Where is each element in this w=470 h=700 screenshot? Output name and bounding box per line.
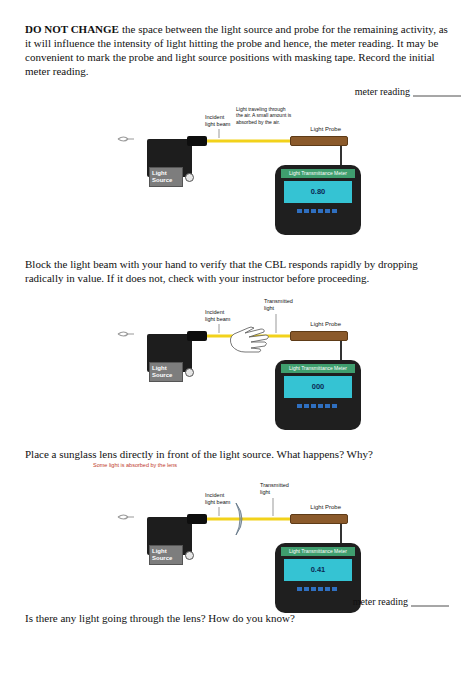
probe-cable bbox=[340, 341, 342, 360]
meter-dot bbox=[304, 404, 309, 408]
lamp-head bbox=[187, 136, 207, 146]
device-label: Light Source bbox=[152, 548, 174, 562]
meter-dot bbox=[311, 587, 316, 591]
meter-dot bbox=[297, 404, 302, 408]
meter-dot bbox=[304, 209, 309, 213]
text-line: meter reading bbox=[330, 596, 408, 609]
meter-name: Light Transmittance Meter bbox=[281, 547, 355, 556]
light-probe: Light Probe bbox=[290, 136, 348, 146]
leader-line bbox=[276, 314, 277, 333]
figure-label: Incident light beam bbox=[205, 114, 233, 128]
light-meter: Light Transmittance Meter 000 bbox=[275, 360, 361, 430]
meter-reading: 0.41 bbox=[284, 559, 352, 581]
light-meter: Light Transmittance Meter 0.41 bbox=[275, 543, 361, 613]
leader-line bbox=[219, 129, 220, 138]
lamp-head bbox=[187, 514, 207, 524]
meter-dot bbox=[318, 209, 323, 213]
meter-dot bbox=[325, 404, 330, 408]
device-label: Light Source bbox=[152, 170, 174, 184]
text-line: Is there any light going through the len… bbox=[25, 612, 453, 626]
meter-screen: 0.41 bbox=[284, 559, 352, 581]
text-line: meter reading bbox=[330, 86, 410, 99]
answer-line bbox=[413, 96, 461, 97]
figure-label: Light traveling through the air. A small… bbox=[236, 106, 292, 125]
text-line: Place a sunglass lens directly in front … bbox=[25, 448, 453, 462]
figure-label: Some light is absorbed by the lens bbox=[93, 462, 223, 469]
probe-cable bbox=[340, 524, 342, 543]
probe-cable bbox=[340, 146, 342, 165]
meter-dot bbox=[318, 404, 323, 408]
leader-line bbox=[219, 507, 220, 516]
bold-warning: DO NOT CHANGE bbox=[25, 23, 119, 35]
sunglass-lens bbox=[236, 503, 242, 535]
meter-dot bbox=[297, 209, 302, 213]
answer-line bbox=[411, 606, 449, 607]
knob bbox=[185, 173, 194, 182]
light-meter: Light Transmittance Meter 0.80 bbox=[275, 165, 361, 235]
knob bbox=[185, 551, 194, 560]
source-panel: Light Source bbox=[149, 545, 183, 565]
meter-dot bbox=[332, 404, 337, 408]
meter-band: Light Transmittance Meter bbox=[281, 364, 355, 373]
text-line: Block the light beam with your hand to v… bbox=[25, 258, 453, 286]
light-beam bbox=[207, 140, 290, 143]
meter-band: Light Transmittance Meter bbox=[281, 169, 355, 178]
meter-dot bbox=[311, 404, 316, 408]
device-label: Light Source bbox=[152, 365, 174, 379]
meter-screen: 000 bbox=[284, 376, 352, 398]
meter-name: Light Transmittance Meter bbox=[281, 364, 355, 373]
meter-dot bbox=[297, 587, 302, 591]
light-source: Light Source bbox=[147, 511, 207, 569]
meter-dot bbox=[318, 587, 323, 591]
leader-line bbox=[273, 498, 274, 516]
leader-line bbox=[219, 324, 220, 333]
meter-dot bbox=[304, 587, 309, 591]
meter-reading: 000 bbox=[284, 376, 352, 398]
meter-dots bbox=[297, 404, 341, 410]
light-source: Light Source bbox=[147, 133, 207, 191]
source-panel: Light Source bbox=[149, 362, 183, 382]
hand-drawing bbox=[230, 327, 268, 352]
knob bbox=[185, 368, 194, 377]
light-probe: Light Probe bbox=[290, 514, 348, 524]
meter-name: Light Transmittance Meter bbox=[281, 169, 355, 178]
meter-dots bbox=[297, 587, 341, 593]
meter-dot bbox=[325, 587, 330, 591]
probe-label: Light Probe bbox=[310, 504, 341, 511]
meter-reading: 0.80 bbox=[284, 181, 352, 203]
meter-dot bbox=[325, 209, 330, 213]
figure-label: Transmitted light bbox=[260, 482, 290, 496]
light-source: Light Source bbox=[147, 328, 207, 386]
meter-dot bbox=[311, 209, 316, 213]
figure-label: Incident light beam bbox=[205, 309, 233, 323]
probe-label: Light Probe bbox=[310, 321, 341, 328]
lamp-head bbox=[187, 331, 207, 341]
figure-label: Incident light beam bbox=[205, 492, 233, 506]
figure-label: Transmitted light bbox=[264, 298, 294, 312]
probe-label: Light Probe bbox=[310, 126, 341, 133]
meter-dot bbox=[332, 587, 337, 591]
meter-band: Light Transmittance Meter bbox=[281, 547, 355, 556]
light-probe: Light Probe bbox=[290, 331, 348, 341]
meter-screen: 0.80 bbox=[284, 181, 352, 203]
light-beam bbox=[207, 518, 290, 521]
stand-mark bbox=[118, 515, 134, 519]
stand-mark bbox=[118, 332, 134, 336]
source-panel: Light Source bbox=[149, 167, 183, 187]
instruction-paragraph: DO NOT CHANGEthe space between the light… bbox=[25, 22, 453, 78]
meter-dots bbox=[297, 209, 341, 215]
stand-mark bbox=[118, 137, 134, 141]
meter-dot bbox=[332, 209, 337, 213]
